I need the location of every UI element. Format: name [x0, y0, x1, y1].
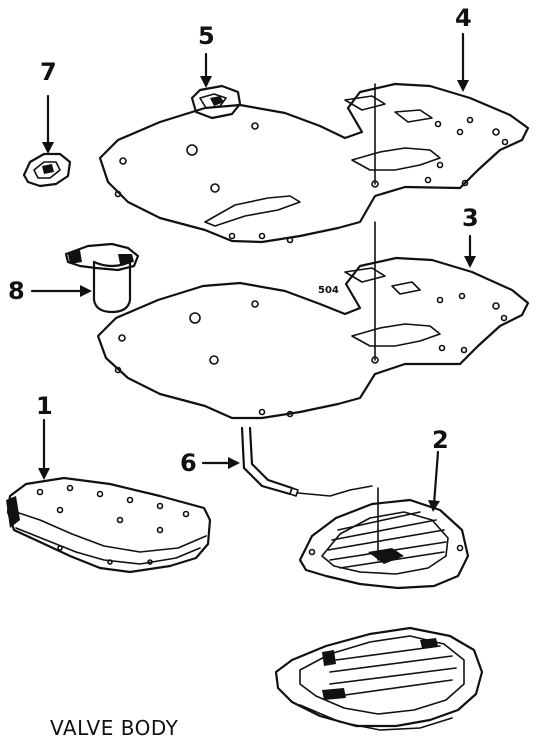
callout-3: 3	[462, 204, 479, 232]
callout-2: 2	[432, 426, 449, 454]
gasket-plate-lower	[96, 256, 530, 420]
callout-5: 5	[198, 22, 215, 50]
callout-6: 6	[180, 449, 197, 477]
leader-2	[432, 450, 440, 506]
callout-1: 1	[36, 392, 53, 420]
spring-clip-part	[22, 152, 72, 188]
valve-body-part	[6, 476, 212, 574]
tube-part	[240, 426, 373, 497]
solenoid-part	[64, 242, 140, 314]
callout-leaders	[30, 32, 476, 512]
strainer-part	[298, 498, 470, 590]
callout-8: 8	[8, 277, 25, 305]
alignment-guide-lines	[374, 83, 379, 561]
gasket-plate-upper	[98, 82, 530, 244]
diagram-caption: VALVE BODY	[50, 716, 179, 740]
plate-stamp-504: 504	[318, 285, 339, 296]
callout-7: 7	[40, 58, 57, 86]
callout-4: 4	[455, 4, 472, 32]
oil-pan-part	[274, 626, 484, 731]
clip-part	[190, 84, 242, 120]
